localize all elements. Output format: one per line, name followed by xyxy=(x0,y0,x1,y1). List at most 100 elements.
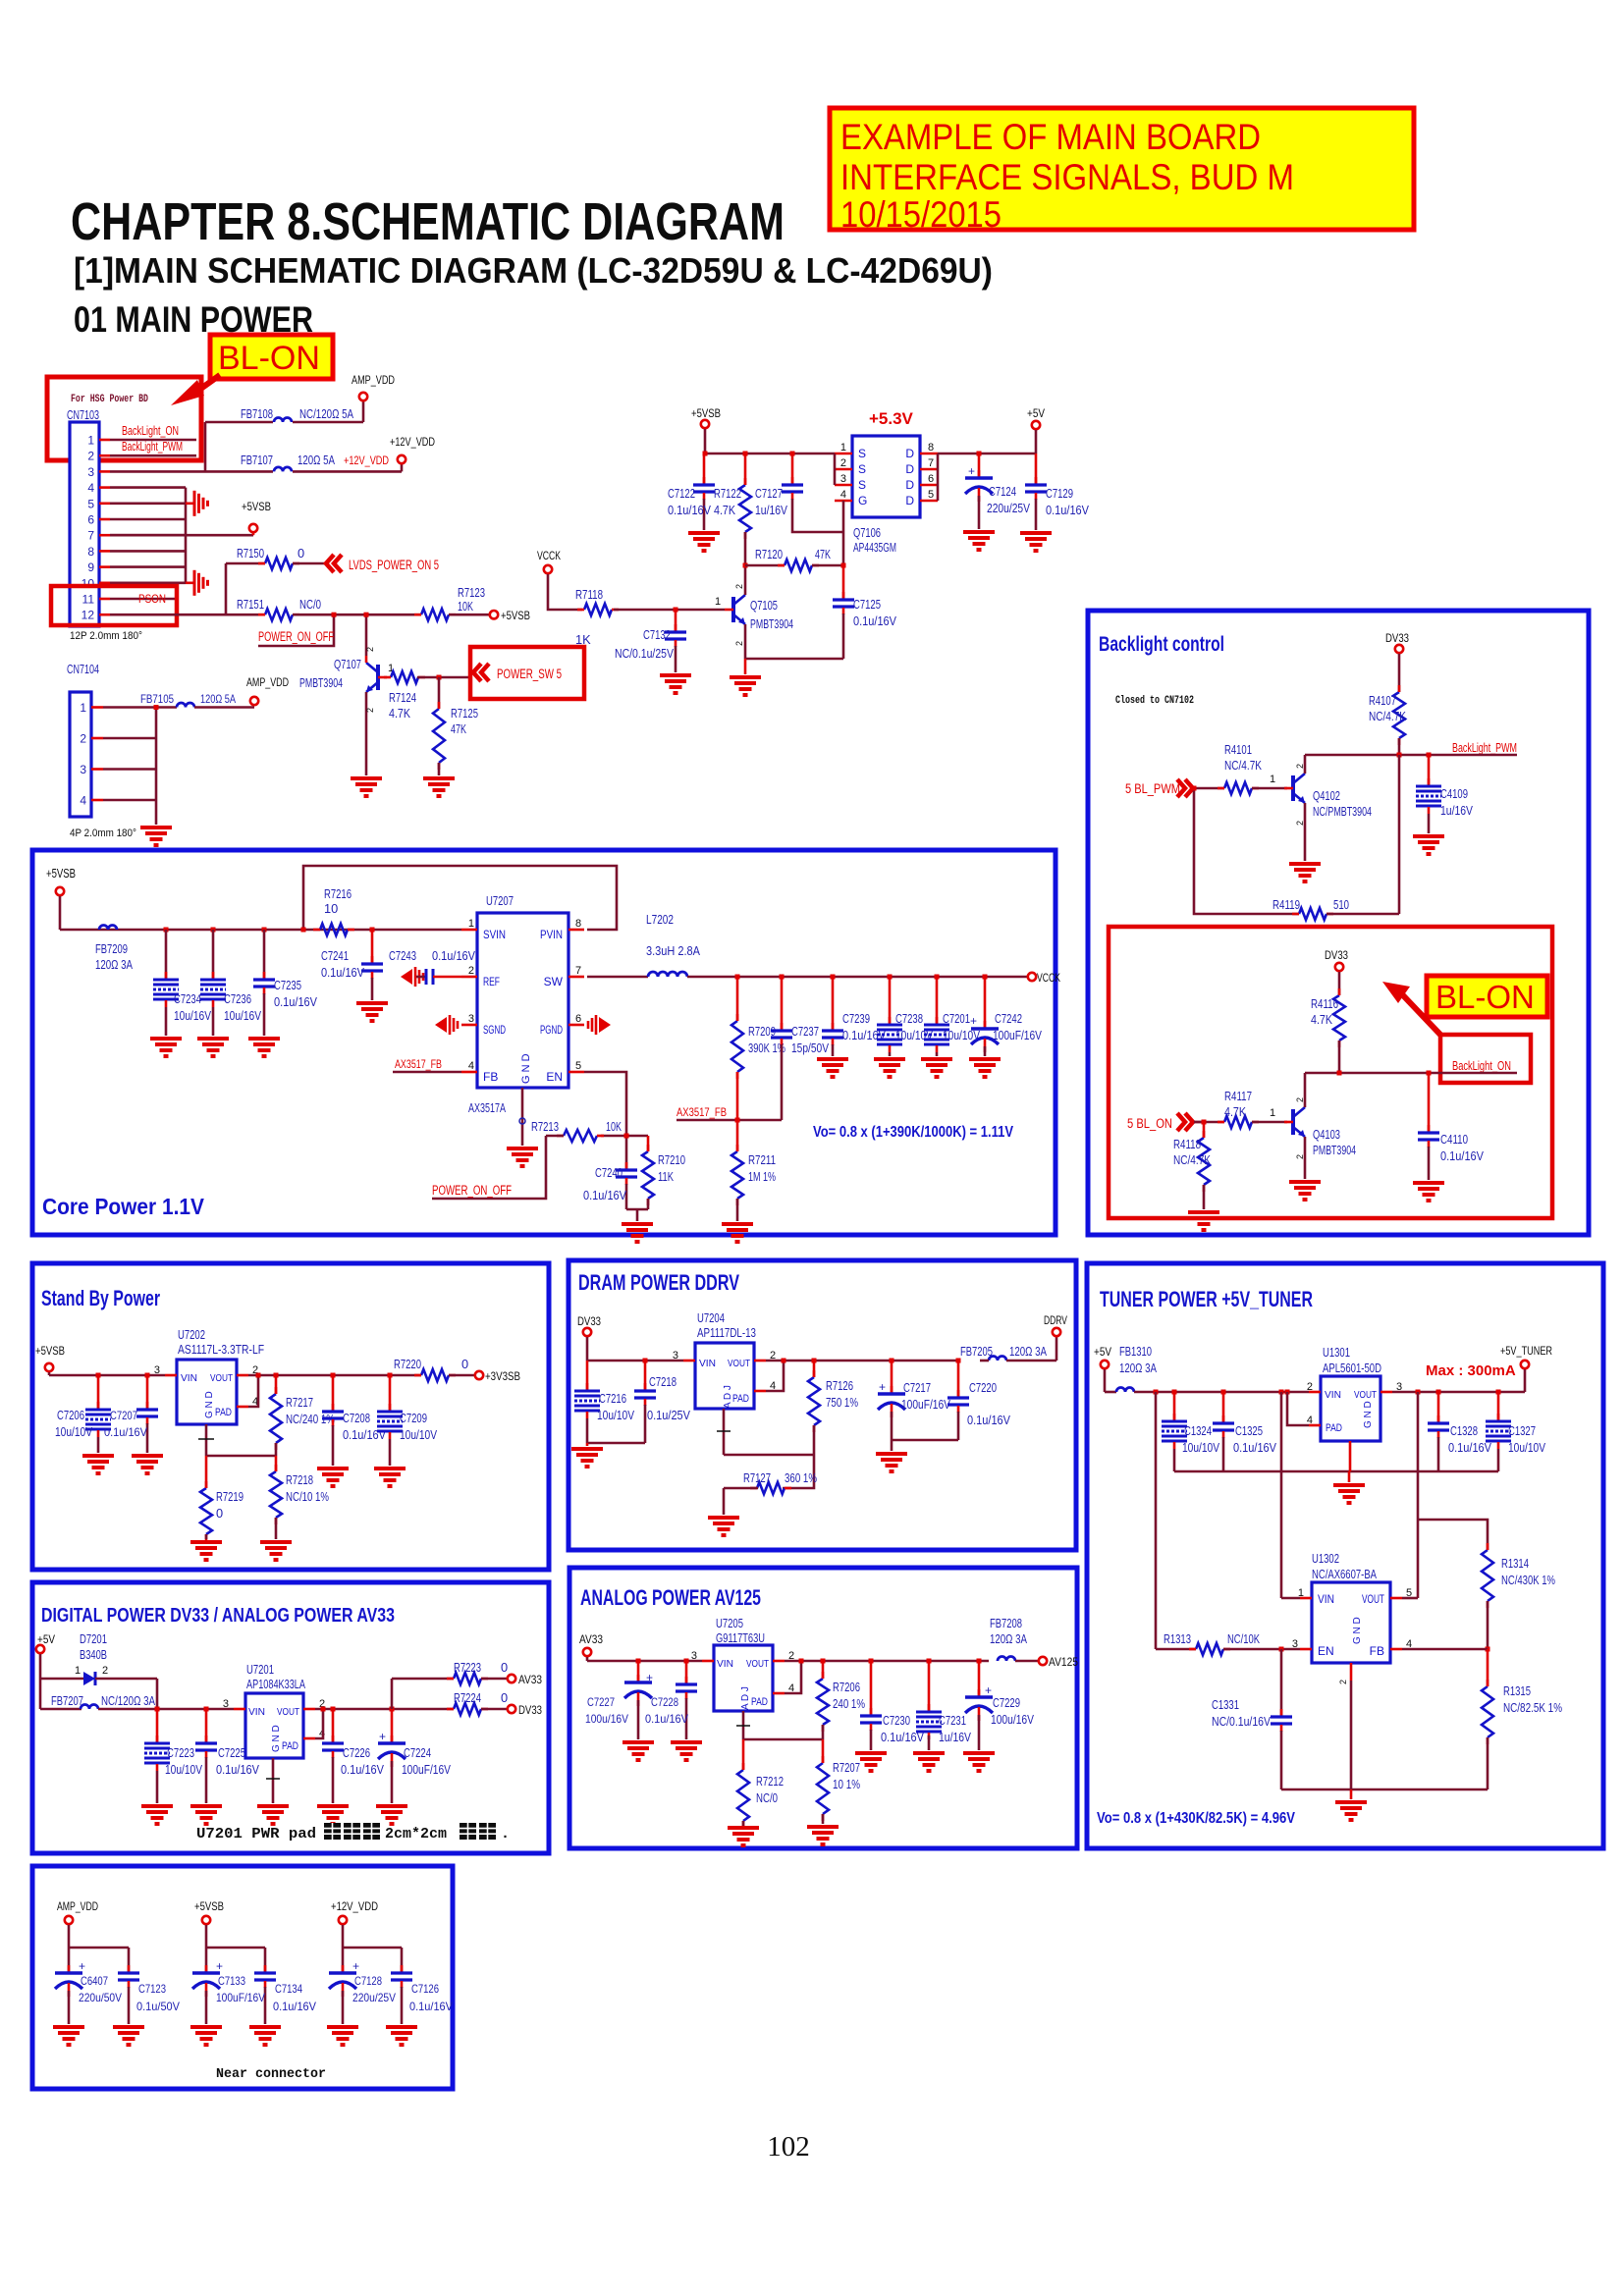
svg-text:120Ω 5A: 120Ω 5A xyxy=(200,694,236,706)
svg-text:FB7208: FB7208 xyxy=(990,1616,1022,1630)
svg-text:2cm*2cm: 2cm*2cm xyxy=(385,1826,447,1842)
svg-text:FB7207: FB7207 xyxy=(51,1693,83,1708)
svg-text:+: + xyxy=(970,1014,977,1028)
svg-text:Q7106: Q7106 xyxy=(853,525,881,540)
svg-text:0: 0 xyxy=(501,1690,508,1705)
svg-text:AP4435GM: AP4435GM xyxy=(853,540,896,555)
svg-text:100uF/16V: 100uF/16V xyxy=(901,1397,950,1412)
svg-text:R7213: R7213 xyxy=(531,1119,559,1134)
svg-text:R7209: R7209 xyxy=(748,1024,776,1039)
svg-text:C7231: C7231 xyxy=(939,1713,966,1728)
svg-text:FB7107: FB7107 xyxy=(241,453,273,467)
svg-text:AV33: AV33 xyxy=(579,1632,603,1646)
svg-text:FB1310: FB1310 xyxy=(1119,1344,1152,1359)
svg-text:Backlight control: Backlight control xyxy=(1099,633,1224,656)
svg-text:0.1u/16V: 0.1u/16V xyxy=(1233,1440,1276,1455)
svg-text:+5V_TUNER: +5V_TUNER xyxy=(1500,1344,1552,1358)
svg-text:C1331: C1331 xyxy=(1212,1697,1239,1712)
svg-text:R7210: R7210 xyxy=(658,1152,685,1167)
svg-text:C7129: C7129 xyxy=(1046,486,1073,501)
svg-text:FB: FB xyxy=(483,1070,498,1084)
svg-text:AV125: AV125 xyxy=(1049,1655,1078,1669)
svg-text:10K: 10K xyxy=(458,599,473,614)
svg-text:0.1u/16V: 0.1u/16V xyxy=(668,503,711,517)
svg-text:DDRV: DDRV xyxy=(1044,1313,1067,1327)
svg-text:+: + xyxy=(216,1959,223,1973)
svg-text:750 1%: 750 1% xyxy=(826,1395,858,1410)
svg-text:2: 2 xyxy=(1295,764,1305,769)
svg-text:+12V_VDD: +12V_VDD xyxy=(390,435,435,449)
svg-text:Near connector: Near connector xyxy=(216,2067,326,2082)
svg-text:R7211: R7211 xyxy=(748,1152,776,1167)
svg-text:R7118: R7118 xyxy=(575,587,603,602)
svg-text:12: 12 xyxy=(81,609,95,622)
svg-text:5: 5 xyxy=(1406,1587,1412,1599)
svg-text:.: . xyxy=(501,1826,510,1842)
svg-text:15p/50V: 15p/50V xyxy=(791,1041,829,1055)
svg-text:R7218: R7218 xyxy=(286,1472,313,1487)
svg-text:2: 2 xyxy=(252,1364,258,1376)
svg-text:NC/PMBT3904: NC/PMBT3904 xyxy=(1313,804,1372,819)
svg-text:R7216: R7216 xyxy=(324,886,352,901)
svg-text:0.1u/16V: 0.1u/16V xyxy=(853,614,896,628)
svg-text:R7224: R7224 xyxy=(454,1690,481,1705)
svg-text:C7224: C7224 xyxy=(404,1745,431,1760)
svg-text:+5VSB: +5VSB xyxy=(501,609,530,622)
svg-text:S: S xyxy=(858,462,866,476)
svg-text:C7238: C7238 xyxy=(895,1011,923,1026)
svg-text:NC/AX6607-BA: NC/AX6607-BA xyxy=(1312,1567,1377,1581)
svg-text:C1327: C1327 xyxy=(1508,1423,1536,1438)
svg-text:4: 4 xyxy=(1307,1415,1313,1426)
svg-text:PAD: PAD xyxy=(732,1393,749,1405)
svg-text:DV33: DV33 xyxy=(518,1703,542,1717)
svg-text:C7209: C7209 xyxy=(400,1411,427,1425)
svg-text:For HSG Power BD: For HSG Power BD xyxy=(71,394,148,405)
svg-text:390K 1%: 390K 1% xyxy=(748,1041,785,1055)
svg-text:FB7105: FB7105 xyxy=(140,694,174,706)
svg-text:10u/16V: 10u/16V xyxy=(224,1008,261,1023)
svg-text:C7208: C7208 xyxy=(343,1411,370,1425)
svg-text:C7125: C7125 xyxy=(853,597,881,612)
svg-text:R7124: R7124 xyxy=(389,690,416,705)
svg-text:POWER_SW 5: POWER_SW 5 xyxy=(497,667,562,681)
svg-text:FB7205: FB7205 xyxy=(960,1344,993,1359)
svg-text:NC/430K 1%: NC/430K 1% xyxy=(1501,1573,1555,1587)
svg-text:R4119: R4119 xyxy=(1272,897,1300,912)
svg-text:10: 10 xyxy=(324,901,338,916)
svg-text:1: 1 xyxy=(840,442,846,454)
svg-text:VOUT: VOUT xyxy=(728,1358,750,1369)
svg-text:PAD: PAD xyxy=(282,1740,298,1752)
svg-text:[1]MAIN SCHEMATIC DIAGRAM (LC-: [1]MAIN SCHEMATIC DIAGRAM (LC-32D59U & L… xyxy=(74,250,993,291)
svg-text:+5VSB: +5VSB xyxy=(194,1899,224,1913)
svg-text:POWER_ON_OFF: POWER_ON_OFF xyxy=(432,1183,512,1198)
svg-text:4: 4 xyxy=(252,1396,258,1408)
svg-text:R7122: R7122 xyxy=(714,486,741,501)
svg-text:0.1u/16V: 0.1u/16V xyxy=(321,965,364,980)
svg-text:APL5601-50D: APL5601-50D xyxy=(1323,1361,1381,1375)
svg-text:3: 3 xyxy=(223,1698,229,1710)
svg-text:10u/10V: 10u/10V xyxy=(597,1408,634,1422)
svg-text:C7217: C7217 xyxy=(903,1380,931,1395)
svg-text:10u/10V: 10u/10V xyxy=(943,1028,980,1042)
svg-text:AV33: AV33 xyxy=(518,1673,542,1686)
svg-text:+: + xyxy=(968,464,975,478)
svg-text:1: 1 xyxy=(87,434,94,448)
svg-text:Q7107: Q7107 xyxy=(334,657,361,671)
svg-text:VCCK: VCCK xyxy=(1037,971,1060,985)
svg-text:C7225: C7225 xyxy=(218,1745,245,1760)
svg-text:C7126: C7126 xyxy=(411,1982,439,1996)
svg-text:C4109: C4109 xyxy=(1440,786,1468,801)
svg-text:C7134: C7134 xyxy=(275,1982,302,1996)
svg-text:10u/10V: 10u/10V xyxy=(400,1427,437,1442)
svg-text:NC/0.1u/16V: NC/0.1u/16V xyxy=(1212,1714,1271,1729)
svg-text:R4118: R4118 xyxy=(1173,1137,1201,1151)
svg-text:+: + xyxy=(985,1683,992,1697)
svg-text:VIN: VIN xyxy=(1325,1389,1341,1401)
svg-text:G N D: G N D xyxy=(1352,1617,1363,1644)
svg-text:10/15/2015: 10/15/2015 xyxy=(840,194,1001,235)
svg-text:C7242: C7242 xyxy=(995,1011,1022,1026)
svg-text:U7207: U7207 xyxy=(486,893,514,908)
svg-text:1: 1 xyxy=(468,918,474,930)
svg-text:BL-ON: BL-ON xyxy=(218,340,320,377)
svg-text:AS1117L-3.3TR-LF: AS1117L-3.3TR-LF xyxy=(178,1342,264,1357)
